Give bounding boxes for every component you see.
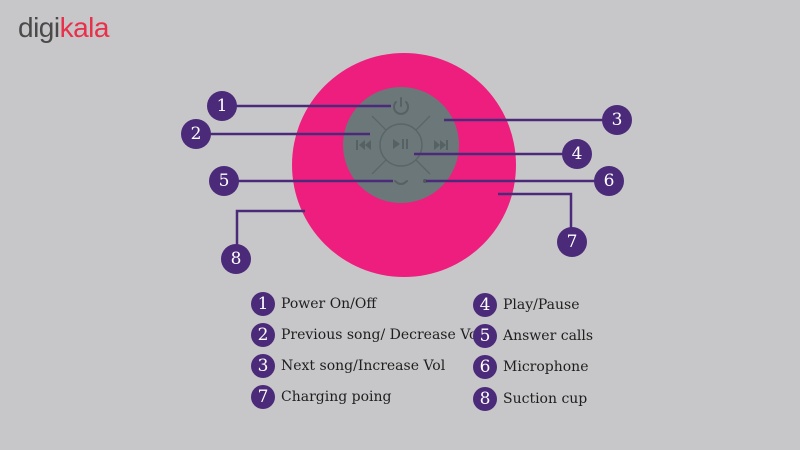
callout-3: [602, 105, 632, 135]
legend-item-answer-calls: 5 Answer calls: [473, 324, 593, 348]
logo-part-1: digi: [18, 12, 60, 43]
legend-item-next: 3 Next song/Increase Vol: [251, 354, 445, 378]
callout-5-label: 5: [219, 171, 230, 191]
callout-7-label: 7: [567, 232, 578, 252]
legend-number: 1: [251, 292, 275, 316]
power-icon: [393, 97, 409, 115]
legend-number: 2: [251, 323, 275, 347]
center-button: [379, 123, 423, 167]
legend-label: Microphone: [503, 359, 589, 375]
legend-number: 3: [251, 354, 275, 378]
legend-item-play-pause: 4 Play/Pause: [473, 293, 580, 317]
next-track-icon: [434, 140, 448, 150]
phone-icon: [394, 180, 408, 185]
logo-part-2: kala: [59, 12, 110, 43]
legend-item-suction-cup: 8 Suction cup: [473, 387, 587, 411]
legend-number: 4: [473, 293, 497, 317]
legend-label: Suction cup: [503, 391, 588, 407]
legend-number: 7: [251, 385, 275, 409]
callout-4: [562, 139, 592, 169]
callout-8-label: 8: [231, 249, 242, 269]
legend-label: Play/Pause: [503, 297, 580, 313]
leader-line-8: [235, 209, 305, 248]
legend-item-charging: 7 Charging poing: [251, 385, 391, 409]
legend-label: Power On/Off: [281, 296, 377, 312]
callout-6-label: 6: [604, 171, 615, 191]
leader-line-7: [498, 192, 573, 234]
legend-label: Charging poing: [281, 389, 392, 405]
legend-number: 8: [473, 387, 497, 411]
callout-1: [207, 91, 237, 121]
digikala-logo: digikala: [18, 14, 109, 42]
legend-label: Previous song/ Decrease Vol: [281, 327, 482, 343]
legend-label: Next song/Increase Vol: [281, 358, 446, 374]
legend-number: 6: [473, 355, 497, 379]
legend-item-previous: 2 Previous song/ Decrease Vol: [251, 323, 482, 347]
callout-2: [181, 119, 211, 149]
legend-item-microphone: 6 Microphone: [473, 355, 588, 379]
callout-4-label: 4: [572, 144, 583, 164]
callout-1-label: 1: [217, 96, 228, 116]
legend-label: Answer calls: [503, 328, 594, 344]
callout-8: [221, 244, 251, 274]
callout-3-label: 3: [612, 110, 623, 130]
callout-5: [209, 166, 239, 196]
previous-track-icon: [356, 140, 371, 150]
callout-2-label: 2: [191, 124, 202, 144]
callout-7: [557, 227, 587, 257]
legend-item-power: 1 Power On/Off: [251, 292, 376, 316]
callout-6: [594, 166, 624, 196]
play-pause-icon: [393, 139, 408, 149]
legend-number: 5: [473, 324, 497, 348]
